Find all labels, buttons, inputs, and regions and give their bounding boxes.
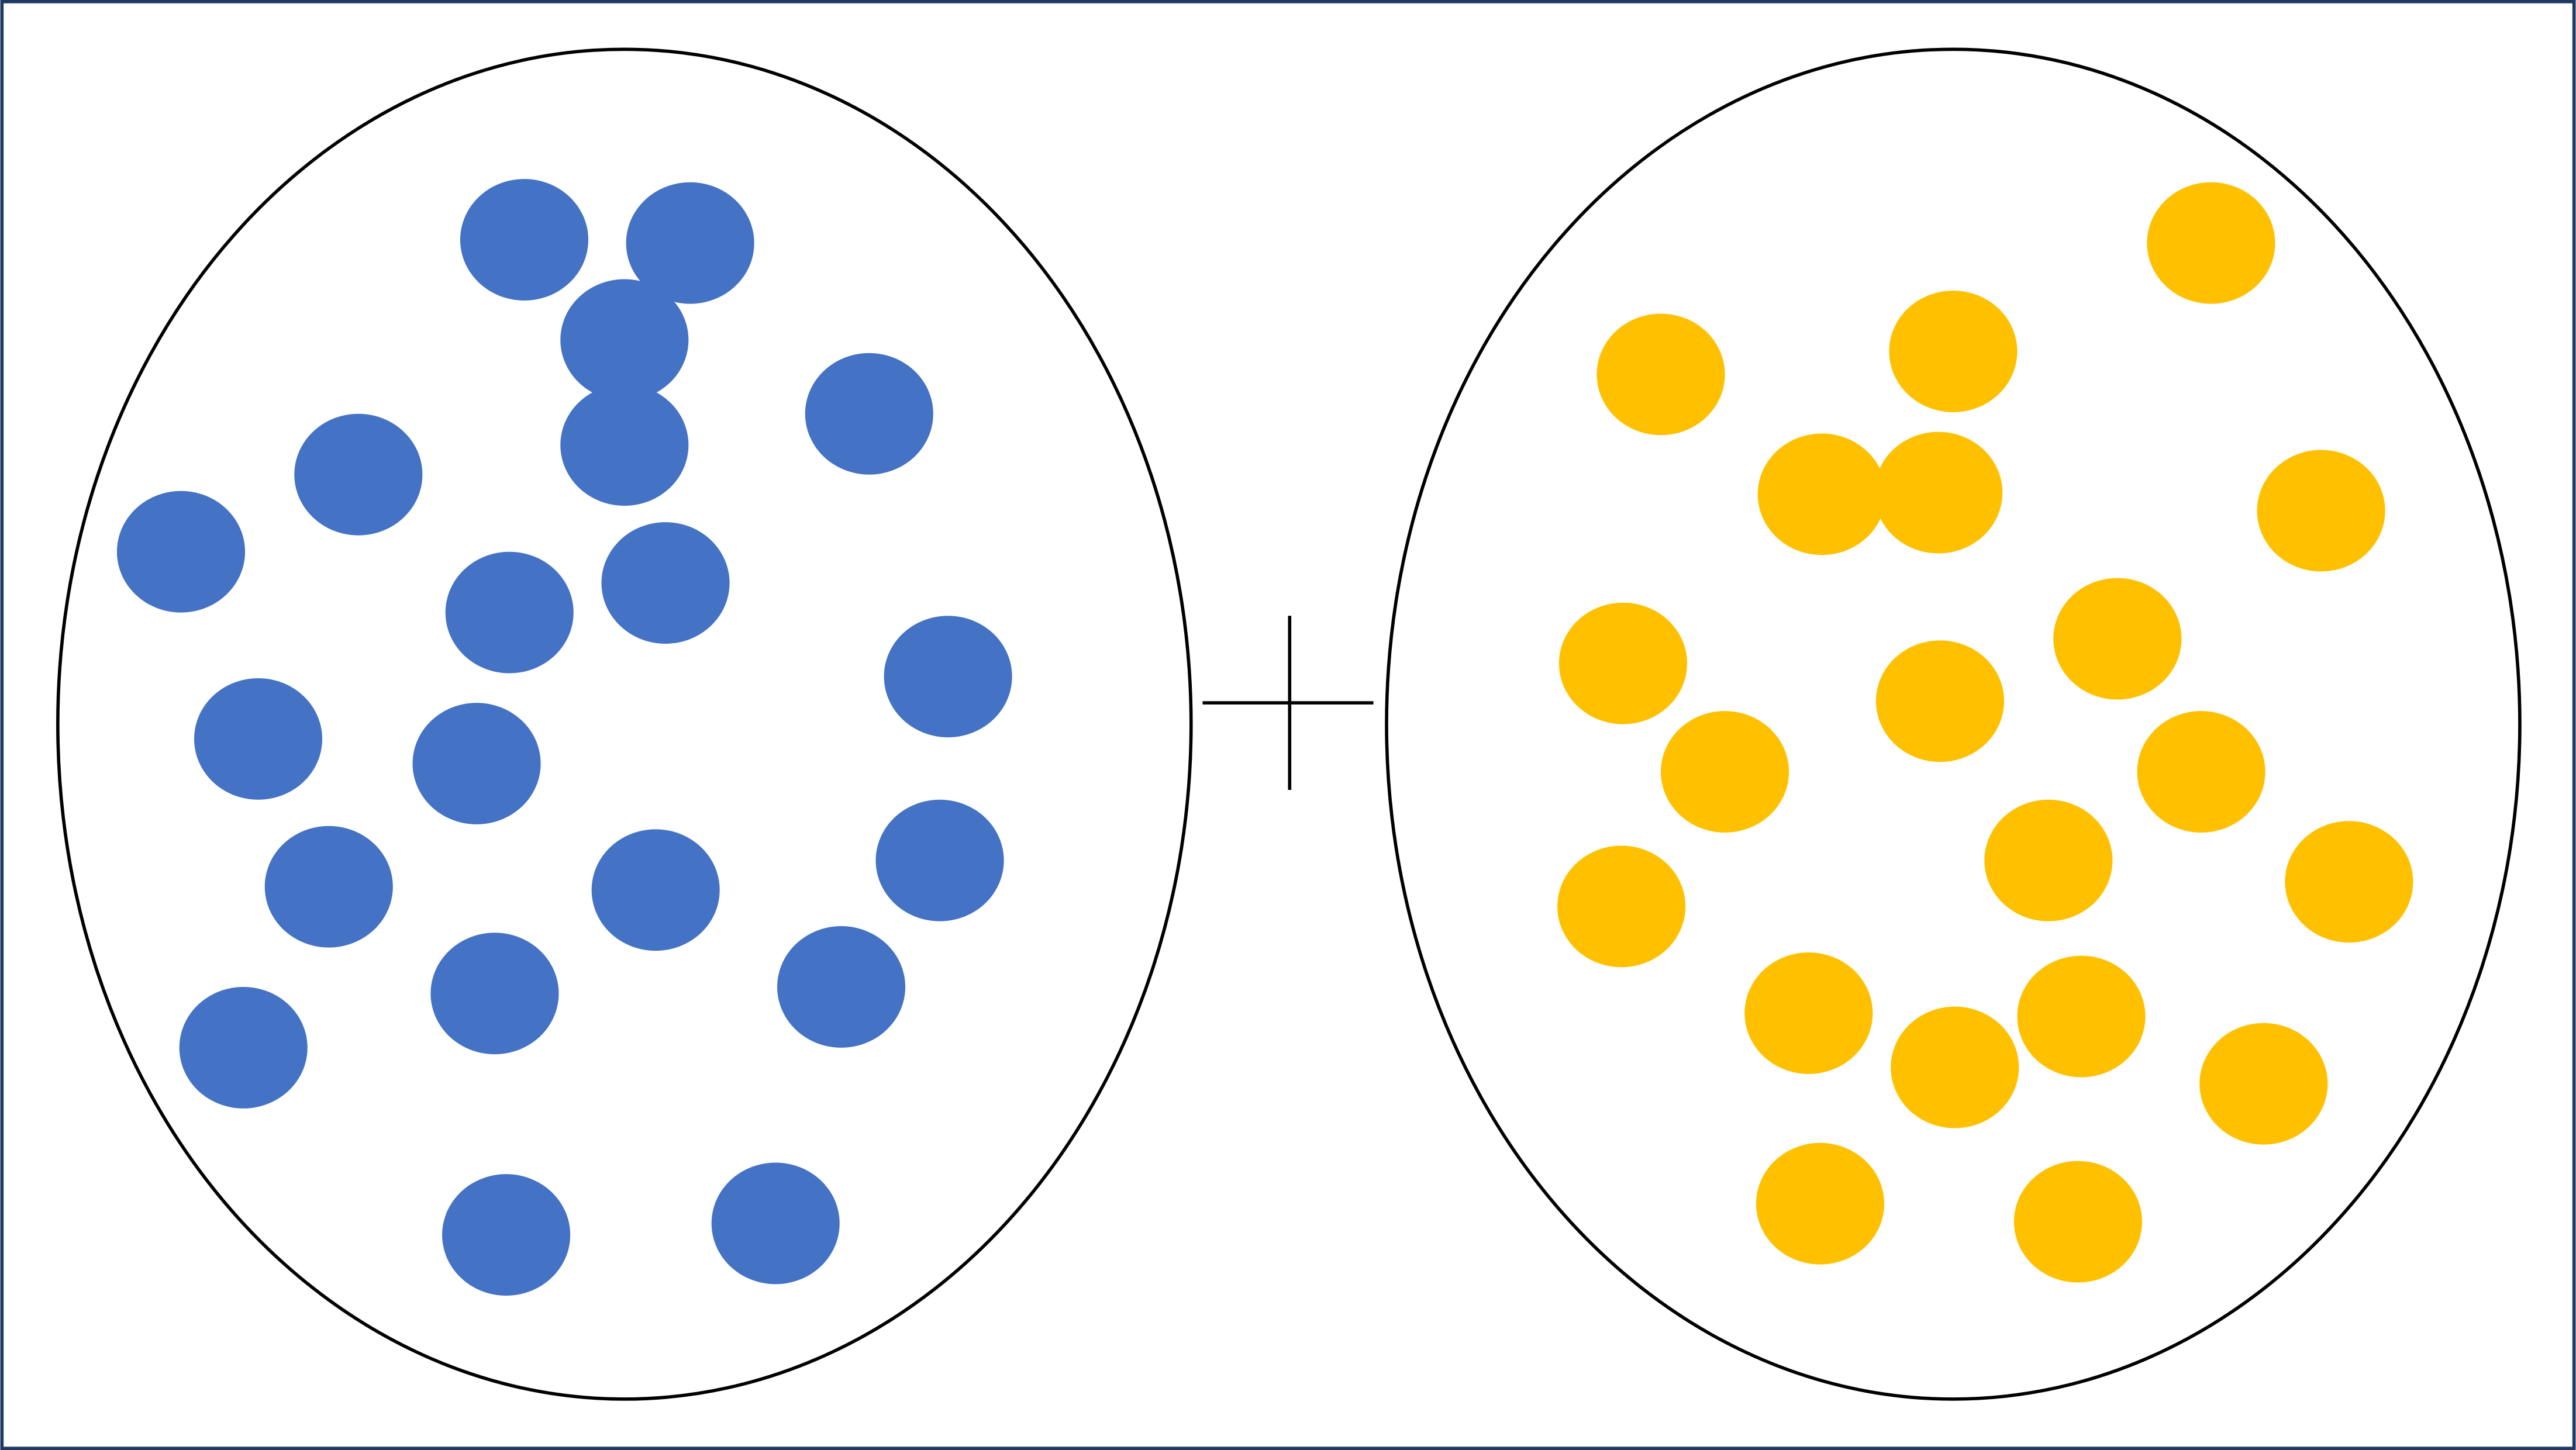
right-dot xyxy=(1889,291,2018,412)
left-dot xyxy=(591,829,720,951)
left-dot xyxy=(711,1162,840,1285)
right-dot xyxy=(1757,433,1886,555)
left-dot xyxy=(294,413,423,536)
right-dot xyxy=(1875,640,2005,762)
left-dot xyxy=(805,353,933,475)
left-dot xyxy=(264,826,393,948)
left-dot xyxy=(460,179,589,301)
left-dot xyxy=(412,703,541,824)
right-dot xyxy=(1744,952,1873,1074)
right-dot xyxy=(1756,1142,1885,1265)
left-dot xyxy=(179,986,308,1109)
left-dot xyxy=(116,491,246,613)
right-dot xyxy=(2257,450,2385,572)
left-group xyxy=(56,47,1193,1401)
right-dot xyxy=(1557,845,1686,968)
left-dot xyxy=(445,551,574,674)
right-dot xyxy=(1596,313,1725,436)
right-dot xyxy=(2053,578,2182,700)
plus-icon xyxy=(1202,616,1374,790)
right-dot xyxy=(2013,1161,2142,1283)
right-dot xyxy=(1891,1006,2019,1128)
left-dots xyxy=(116,179,1012,1296)
right-dot xyxy=(1874,431,2003,554)
right-dot xyxy=(2137,711,2265,833)
right-dot xyxy=(2017,955,2146,1078)
left-dot xyxy=(560,279,689,401)
left-dot xyxy=(777,926,906,1048)
right-dot xyxy=(2199,1023,2328,1145)
right-dot xyxy=(2147,182,2275,304)
left-dot xyxy=(875,799,1004,921)
left-dot xyxy=(884,616,1012,738)
left-dot xyxy=(626,182,754,304)
right-container-ellipse xyxy=(1385,47,2522,1401)
left-container-ellipse xyxy=(56,47,1193,1401)
left-dot xyxy=(430,933,559,1055)
right-dot xyxy=(1558,602,1687,724)
right-dot xyxy=(1661,711,1789,833)
right-dot xyxy=(1984,799,2113,921)
left-dot xyxy=(194,678,323,800)
right-dots xyxy=(1557,182,2413,1283)
left-dot xyxy=(560,384,689,506)
left-dot xyxy=(601,522,730,644)
right-dot xyxy=(2285,821,2413,943)
right-group xyxy=(1385,47,2522,1401)
left-dot xyxy=(442,1174,571,1296)
